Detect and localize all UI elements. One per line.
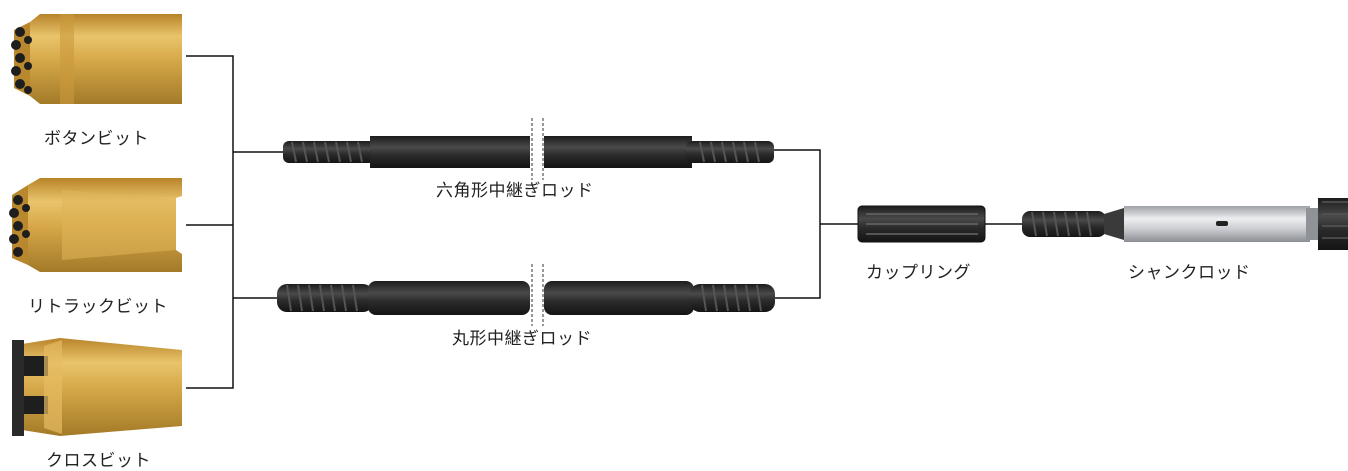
button-bit-icon xyxy=(11,14,182,104)
shank-adapter-rod-icon xyxy=(1022,198,1348,250)
retrac-bit-icon xyxy=(9,178,182,272)
connector-lines xyxy=(186,55,1022,389)
shank-rod-label: シャンクロッド xyxy=(1128,263,1251,283)
button-bit-label: ボタンビット xyxy=(44,129,149,149)
hexagonal-extension-rod-icon xyxy=(283,118,774,180)
hexagonal-extension-rod-label: 六角形中継ぎロッド xyxy=(436,181,594,201)
coupling-label: カップリング xyxy=(866,263,971,283)
cross-bit-icon xyxy=(12,338,182,436)
cross-bit-label: クロスビット xyxy=(46,451,151,471)
retrac-bit-label: リトラックビット xyxy=(28,297,168,317)
coupling-sleeve-icon xyxy=(857,205,986,243)
round-extension-rod-icon xyxy=(277,264,775,326)
round-extension-rod-label: 丸形中継ぎロッド xyxy=(452,329,592,349)
